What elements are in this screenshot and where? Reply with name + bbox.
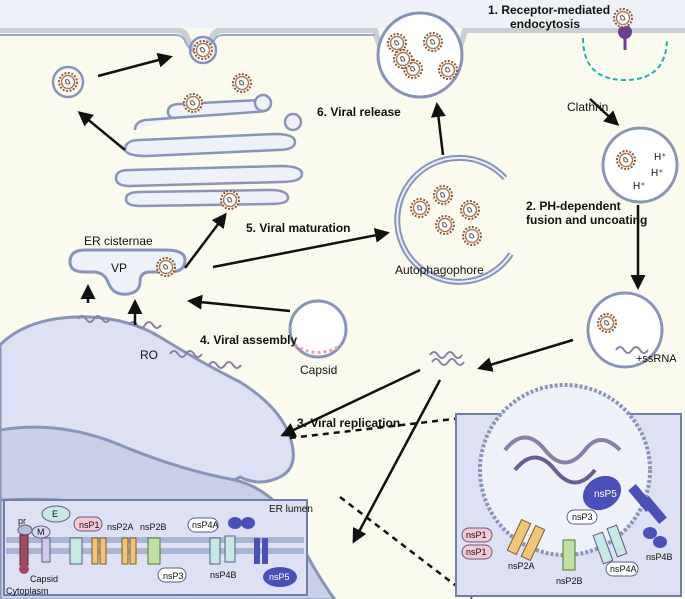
nsp4b-label: nsP4B: [210, 570, 237, 580]
step-5: 5. Viral maturation: [246, 221, 350, 235]
h-plus-1: H⁺: [654, 152, 667, 163]
r-nsp4a-label: nsP4A: [610, 564, 637, 574]
clathrin-label: Clathrin: [567, 100, 608, 114]
transport-vesicle-2: [188, 35, 218, 65]
nsp2a-label: nsP2A: [107, 522, 134, 532]
clathrin-pit: [582, 25, 668, 82]
golgi-apparatus: [114, 93, 304, 208]
release-vesicle: [376, 11, 464, 99]
r-nsp2a-label: nsP2A: [508, 561, 535, 571]
ssrna-label: +ssRNA: [636, 353, 677, 365]
step-labels: 1. Receptor-mediated endocytosis 2. PH-d…: [200, 3, 647, 430]
structure-labels: Clathrin H⁺ H⁺ H⁺ +ssRNA Autophagophore …: [6, 100, 677, 596]
er-lumen-label: ER lumen: [269, 504, 313, 515]
left-inset-labels: pr M E nsP1 nsP2A nsP2B nsP3 nsP4A nsP4B…: [18, 509, 290, 582]
transport-vesicle-1: [51, 65, 85, 99]
capsid-assembly: [288, 299, 348, 359]
r-nsp1b-label: nsP1: [466, 547, 487, 557]
step-2-line2: fusion and uncoating: [526, 213, 647, 227]
r-nsp2b-label: nsP2B: [556, 576, 583, 586]
step-4: 4. Viral assembly: [200, 333, 298, 347]
step-6: 6. Viral release: [317, 105, 401, 119]
h-plus-2: H⁺: [651, 168, 664, 179]
er-cisternae-label: ER cisternae: [84, 234, 153, 248]
h-plus-3: H⁺: [633, 181, 646, 192]
right-inset: [455, 383, 682, 597]
uncoating-vesicle: [586, 291, 664, 369]
nsp1-label: nsP1: [79, 520, 100, 530]
capsid-small-label: Capsid: [30, 574, 58, 584]
arrows: [77, 52, 646, 599]
left-inset: [3, 499, 308, 596]
r-nsp3-label: nsP3: [572, 512, 593, 522]
nsp3-label: nsP3: [163, 571, 184, 581]
r-nsp5-label: nsP5: [594, 489, 617, 500]
e-label: E: [52, 509, 58, 519]
step-3: 3. Viral replication: [297, 416, 400, 430]
r-nsp1a-label: nsP1: [466, 530, 487, 540]
right-inset-labels: nsP5 nsP3 nsP1 nsP1 nsP2A nsP2B nsP4A ns…: [466, 489, 673, 586]
vp-label: VP: [111, 261, 127, 275]
autophagophore: [394, 154, 514, 285]
nsp4a-label: nsP4A: [192, 520, 219, 530]
step-2-line1: 2. PH-dependent: [526, 199, 621, 213]
autophagophore-label: Autophagophore: [395, 263, 484, 277]
step-1-line2: endocytosis: [510, 17, 580, 31]
cytoplasm-label: Cytoplasm: [6, 586, 49, 596]
acidic-endosome: [601, 126, 679, 204]
nsp5-label: nsP5: [269, 572, 290, 582]
nsp2b-label: nsP2B: [140, 522, 167, 532]
m-label: M: [37, 527, 45, 537]
ro-label: RO: [140, 348, 158, 362]
capsid-label: Capsid: [300, 363, 337, 377]
pr-label: pr: [18, 516, 26, 526]
r-nsp4b-label: nsP4B: [646, 552, 673, 562]
step-1-line1: 1. Receptor-mediated: [488, 3, 610, 17]
er-cisternae: [68, 248, 187, 296]
